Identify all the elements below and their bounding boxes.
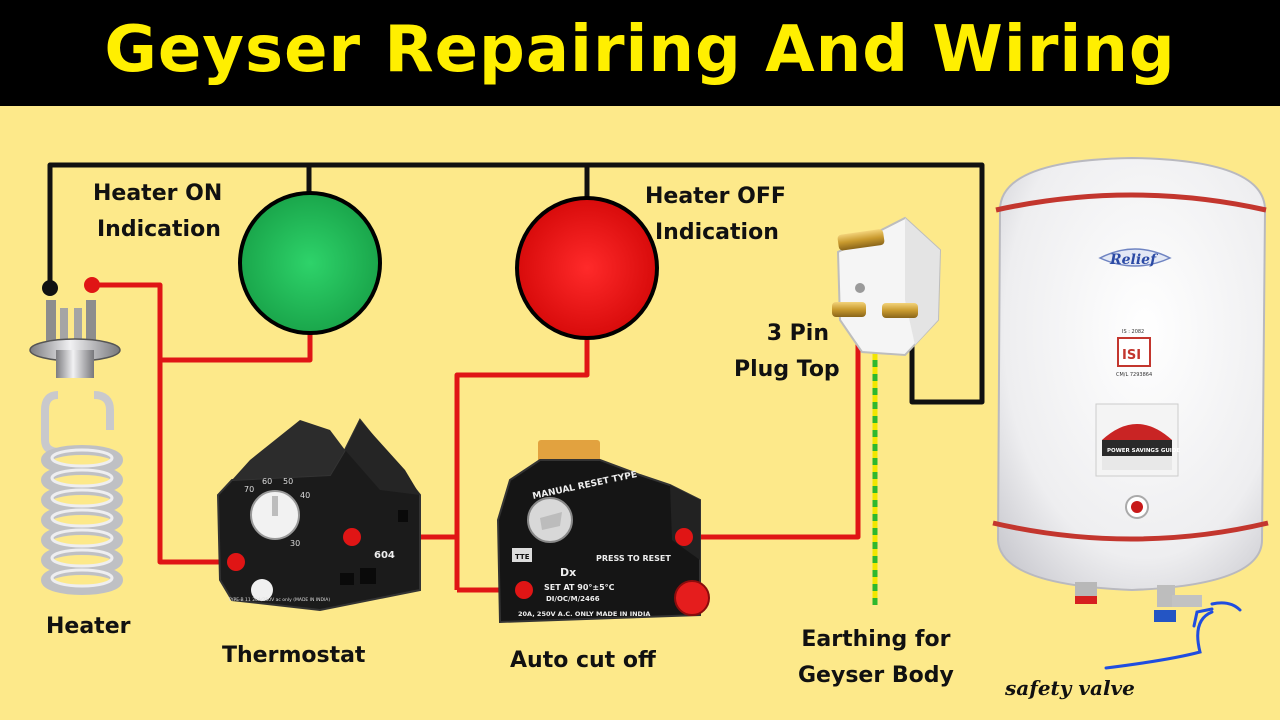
earthing-label: Earthing for Geyser Body: [798, 622, 954, 694]
safety-valve-arrow-icon: [1104, 601, 1242, 670]
heater-off-label-line2: Indication: [655, 220, 779, 245]
geyser-cml: CM/L 7293864: [1116, 372, 1152, 378]
earthing-label-line1: Earthing for: [801, 627, 951, 652]
thermostat-dial-70: 70: [244, 485, 254, 494]
heater-element-icon: [29, 300, 123, 595]
heater-off-label: Heater OFF Indication: [645, 179, 786, 251]
thermostat-output-terminal: [343, 528, 361, 546]
plug-top-label-line1: 3 Pin: [766, 321, 829, 346]
autocut-input-terminal: [515, 581, 533, 599]
geyser-is-code: IS : 2082: [1122, 329, 1144, 335]
heater-off-lamp: [515, 196, 659, 340]
thermostat-icon: [216, 418, 421, 612]
autocut-set-text: SET AT 90°±5°C: [544, 583, 615, 592]
plug-top-icon: [832, 216, 942, 357]
heater-on-label-line2: Indication: [97, 217, 221, 242]
thermostat-dial-50: 50: [283, 477, 293, 486]
geyser-energy-label: POWER SAVINGS GUIDE: [1107, 448, 1180, 454]
thermostat-dial-60: 60: [262, 477, 272, 486]
geyser-isi-mark: ISI: [1122, 348, 1141, 363]
thermostat-label: Thermostat: [222, 643, 366, 668]
autocut-rating: 20A, 250V A.C. ONLY MADE IN INDIA: [518, 610, 650, 618]
plug-top-label-line2: Plug Top: [734, 357, 840, 382]
heater-on-lamp: [238, 191, 382, 335]
autocut-press-text: PRESS TO RESET: [596, 554, 671, 563]
thermostat-type-text: TYPE-B 11 20A/250V ac only (MADE IN INDI…: [227, 597, 330, 603]
neutral-wire: [47, 162, 985, 405]
safety-valve-label: safety valve: [1005, 676, 1135, 700]
title-bar: Geyser Repairing And Wiring: [0, 0, 1280, 106]
geyser-brand: Relief: [1109, 252, 1159, 268]
autocut-output-terminal: [675, 528, 693, 546]
autocut-code: DI/OC/M/2466: [546, 595, 600, 603]
thermostat-input-terminal: [227, 553, 245, 571]
page-title: Geyser Repairing And Wiring: [104, 13, 1176, 87]
heater-neutral-terminal: [42, 280, 58, 296]
heater-label: Heater: [46, 614, 131, 639]
plug-top-label: 3 Pin Plug Top: [734, 316, 840, 388]
auto-cut-off-label: Auto cut off: [510, 648, 656, 673]
heater-off-label-line1: Heater OFF: [645, 184, 786, 209]
autocut-brand: TTE: [515, 553, 530, 561]
thermostat-dial-40: 40: [300, 491, 310, 500]
heater-phase-terminal: [84, 277, 100, 293]
auto-cut-off-icon: [496, 440, 710, 624]
thermostat-dial-30: 30: [290, 539, 300, 548]
heater-on-label: Heater ON Indication: [93, 176, 222, 248]
thermostat-model: 604: [374, 550, 395, 561]
heater-on-label-line1: Heater ON: [93, 181, 223, 206]
geyser-tank-icon: [992, 156, 1269, 622]
earthing-label-line2: Geyser Body: [798, 663, 954, 688]
autocut-model: Dx: [560, 566, 576, 579]
